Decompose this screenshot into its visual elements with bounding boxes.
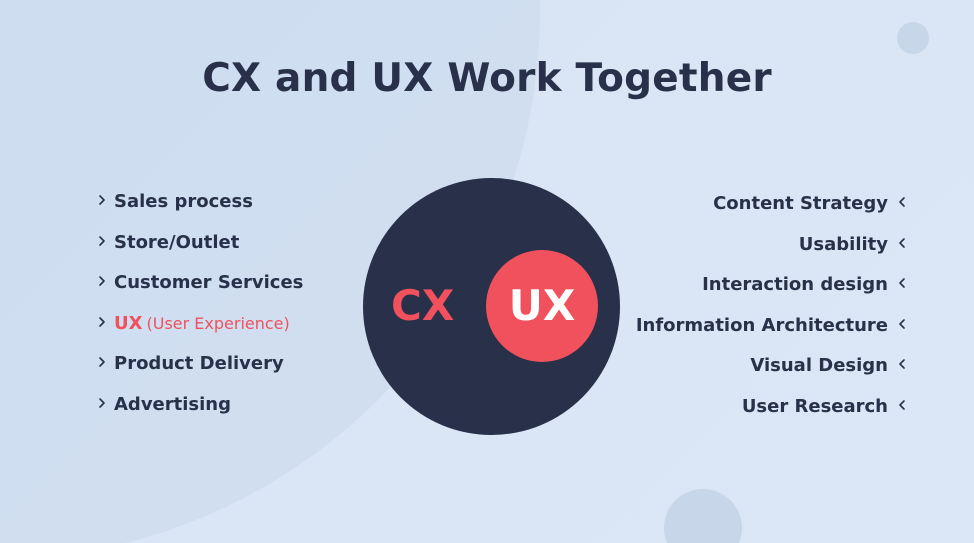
background-dot-bottom: [664, 489, 742, 543]
chevron-right-icon: [99, 195, 105, 205]
chevron-right-icon: [99, 398, 105, 408]
ux-item-label: Content Strategy: [713, 193, 888, 214]
ux-item-content-strategy: Content Strategy: [636, 192, 908, 233]
chevron-left-icon: [899, 359, 905, 370]
chevron-right-icon: [99, 357, 105, 368]
ux-item-label: Visual Design: [750, 355, 888, 377]
cx-item-label: Product Delivery: [114, 353, 284, 375]
ux-item-label: Usability: [798, 233, 888, 255]
chevron-left-icon: [899, 197, 905, 207]
cx-label: CX: [391, 281, 455, 330]
cx-item-label: Customer Services: [114, 272, 304, 294]
slide-title: CX and UX Work Together: [202, 56, 772, 101]
cx-item-label: Sales process: [114, 191, 253, 212]
chevron-left-icon: [899, 278, 905, 288]
ux-item-label: Information Architecture: [635, 314, 888, 336]
cx-item-label: Store/Outlet: [114, 231, 240, 253]
ux-item-label: Interaction design: [702, 274, 888, 296]
cx-item-customer-services: Customer Services: [96, 271, 303, 312]
ux-item-information-architecture: Information Architecture: [636, 314, 908, 355]
ux-item-interaction-design: Interaction design: [636, 273, 908, 314]
cx-item-ux-highlight: UX(User Experience): [96, 312, 303, 353]
ux-item-user-research: User Research: [636, 395, 908, 436]
cx-item-sales-process: Sales process: [96, 190, 303, 231]
chevron-right-icon: [99, 276, 105, 286]
cx-item-label: Advertising: [114, 393, 231, 415]
ux-discipline-list: Content Strategy Usability Interaction d…: [636, 192, 908, 436]
chevron-left-icon: [899, 318, 905, 329]
ux-item-visual-design: Visual Design: [636, 354, 908, 395]
cx-touchpoint-list: Sales process Store/Outlet Customer Serv…: [96, 190, 303, 434]
chevron-left-icon: [899, 400, 905, 410]
chevron-left-icon: [899, 237, 905, 248]
background-dot-top: [897, 22, 929, 54]
cx-item-advertising: Advertising: [96, 393, 303, 434]
ux-item-usability: Usability: [636, 233, 908, 274]
cx-item-label: UX: [114, 312, 143, 334]
chevron-right-icon: [99, 316, 105, 327]
ux-item-label: User Research: [741, 395, 888, 417]
cx-item-product-delivery: Product Delivery: [96, 352, 303, 393]
cx-item-sublabel: (User Experience): [146, 313, 290, 333]
ux-label: UX: [508, 281, 576, 330]
cx-item-store-outlet: Store/Outlet: [96, 231, 303, 272]
chevron-right-icon: [99, 235, 105, 246]
ux-circle: [486, 250, 598, 362]
